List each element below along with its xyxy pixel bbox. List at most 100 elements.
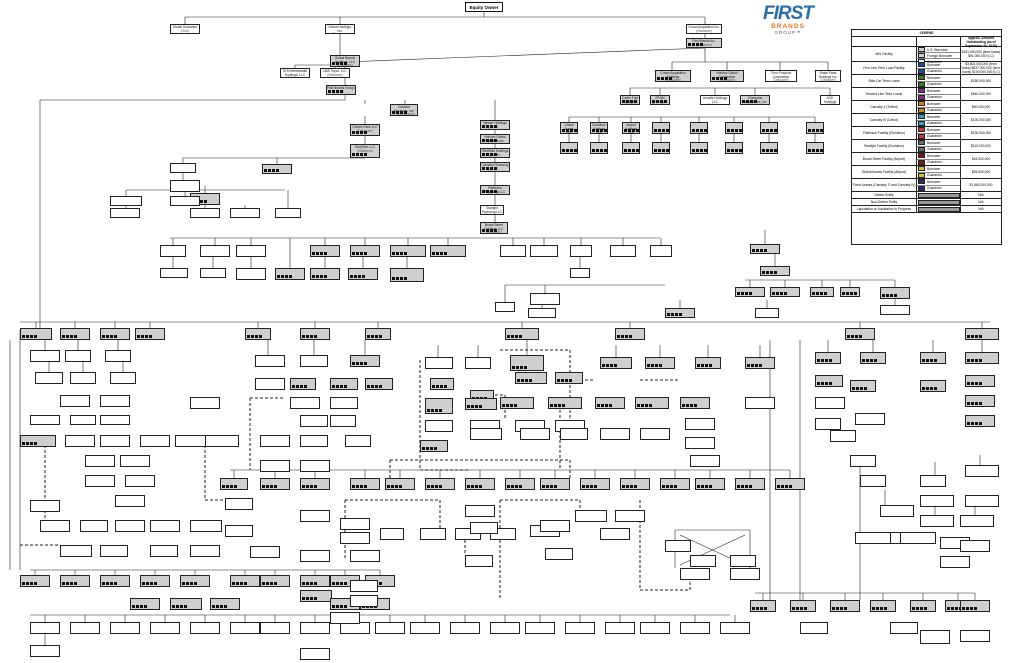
facility-marker xyxy=(735,149,738,152)
facility-markers xyxy=(752,607,767,610)
facility-marker xyxy=(486,229,489,232)
facility-marker xyxy=(756,607,759,610)
facility-marker xyxy=(821,382,824,385)
facility-marker xyxy=(569,379,572,382)
facility-marker xyxy=(970,607,973,610)
facility-marker xyxy=(486,139,489,142)
entity-name: Global Holdings, Inc. xyxy=(328,25,352,33)
legend-amount: $110,000,000 xyxy=(971,144,991,148)
entity-box xyxy=(490,622,520,634)
facility-marker xyxy=(561,379,564,382)
facility-marker xyxy=(270,485,273,488)
entity-box xyxy=(260,435,290,447)
facility-marker xyxy=(625,335,628,338)
facility-marker xyxy=(332,62,335,65)
facility-marker xyxy=(876,607,879,610)
facility-marker xyxy=(745,485,748,488)
facility-marker xyxy=(665,77,668,80)
entity-box xyxy=(100,395,130,407)
entity-jurisdiction: (California) xyxy=(357,148,373,153)
facility-marker xyxy=(145,335,148,338)
legend-swatch xyxy=(918,81,925,87)
facility-marker xyxy=(971,422,974,425)
facility-marker xyxy=(770,271,773,274)
facility-marker xyxy=(336,605,339,608)
facility-markers xyxy=(467,405,482,408)
entity-box xyxy=(190,545,220,557)
facility-markers xyxy=(262,485,277,488)
facility-marker xyxy=(816,129,819,132)
facility-marker xyxy=(264,169,267,172)
facility-marker xyxy=(486,167,489,170)
entity-box xyxy=(130,598,160,610)
facility-marker xyxy=(920,607,923,610)
entity-box xyxy=(310,245,340,257)
facility-markers xyxy=(132,605,147,608)
facility-marker xyxy=(324,275,327,278)
facility-marker xyxy=(746,100,749,103)
entity-name: Broad Street Holdings LLC xyxy=(484,223,504,231)
entity-name: Global Guarantor xyxy=(172,25,198,29)
legend-role: Guarantor xyxy=(917,81,960,88)
facility-markers xyxy=(697,364,712,367)
entity-box xyxy=(100,575,130,587)
entity-box xyxy=(965,415,995,427)
entity-box xyxy=(920,352,946,364)
facility-marker xyxy=(482,139,485,142)
entity-name: Brake Parts Holdings Inc. xyxy=(818,71,838,79)
facility-marker xyxy=(490,139,493,142)
entity-jurisdiction: (Delaware) xyxy=(332,33,348,34)
facility-marker xyxy=(704,149,707,152)
facility-marker xyxy=(742,100,745,103)
facility-markers xyxy=(328,90,343,93)
facility-marker xyxy=(312,252,315,255)
facility-marker xyxy=(514,404,517,407)
facility-marker xyxy=(439,409,442,412)
facility-marker xyxy=(146,582,149,585)
entity-box xyxy=(690,142,708,154)
entity-box xyxy=(300,328,330,340)
entity-box xyxy=(850,455,876,467)
facility-marker xyxy=(304,385,307,388)
facility-marker xyxy=(967,422,970,425)
legend-swatch xyxy=(918,101,925,107)
facility-marker xyxy=(820,292,823,295)
entity-box xyxy=(120,455,150,467)
entity-box xyxy=(170,196,200,206)
entity-box xyxy=(275,268,305,280)
facility-marker xyxy=(352,252,355,255)
entity-box xyxy=(595,397,625,409)
facility-marker xyxy=(320,275,323,278)
facility-marker xyxy=(651,364,654,367)
facility-markers xyxy=(557,379,572,382)
legend-role: Borrower xyxy=(917,101,960,108)
legend-entity-swatch xyxy=(917,199,961,205)
entity-jurisdiction: (Ohio) xyxy=(180,28,190,33)
legend-entity-value: N/A xyxy=(978,200,984,204)
entity-box: Global Guarantor(Ohio) xyxy=(170,24,200,34)
facility-marker xyxy=(30,582,33,585)
facility-marker xyxy=(628,129,631,132)
facility-marker xyxy=(220,605,223,608)
entity-box: Crown Acquisition Inc.(Delaware) xyxy=(686,24,722,34)
entity-box: ACE Holdings LLC(Delaware) xyxy=(820,95,840,105)
facility-marker xyxy=(302,597,305,600)
facility-marker xyxy=(272,169,275,172)
entity-box xyxy=(236,268,266,280)
facility-marker xyxy=(570,149,573,152)
facility-marker xyxy=(682,404,685,407)
entity-box xyxy=(665,540,691,552)
facility-marker xyxy=(755,364,758,367)
facility-markers xyxy=(832,607,847,610)
legend-role: Guarantor xyxy=(917,120,960,127)
facility-markers xyxy=(262,582,277,585)
facility-markers xyxy=(332,605,347,608)
facility-marker xyxy=(274,582,277,585)
entity-name: Horizon Global Corporation xyxy=(716,71,738,79)
facility-marker xyxy=(634,485,637,488)
legend-facility: Second Lien Term Loans xyxy=(852,88,917,100)
entity-box xyxy=(965,395,995,407)
facility-marker xyxy=(266,582,269,585)
